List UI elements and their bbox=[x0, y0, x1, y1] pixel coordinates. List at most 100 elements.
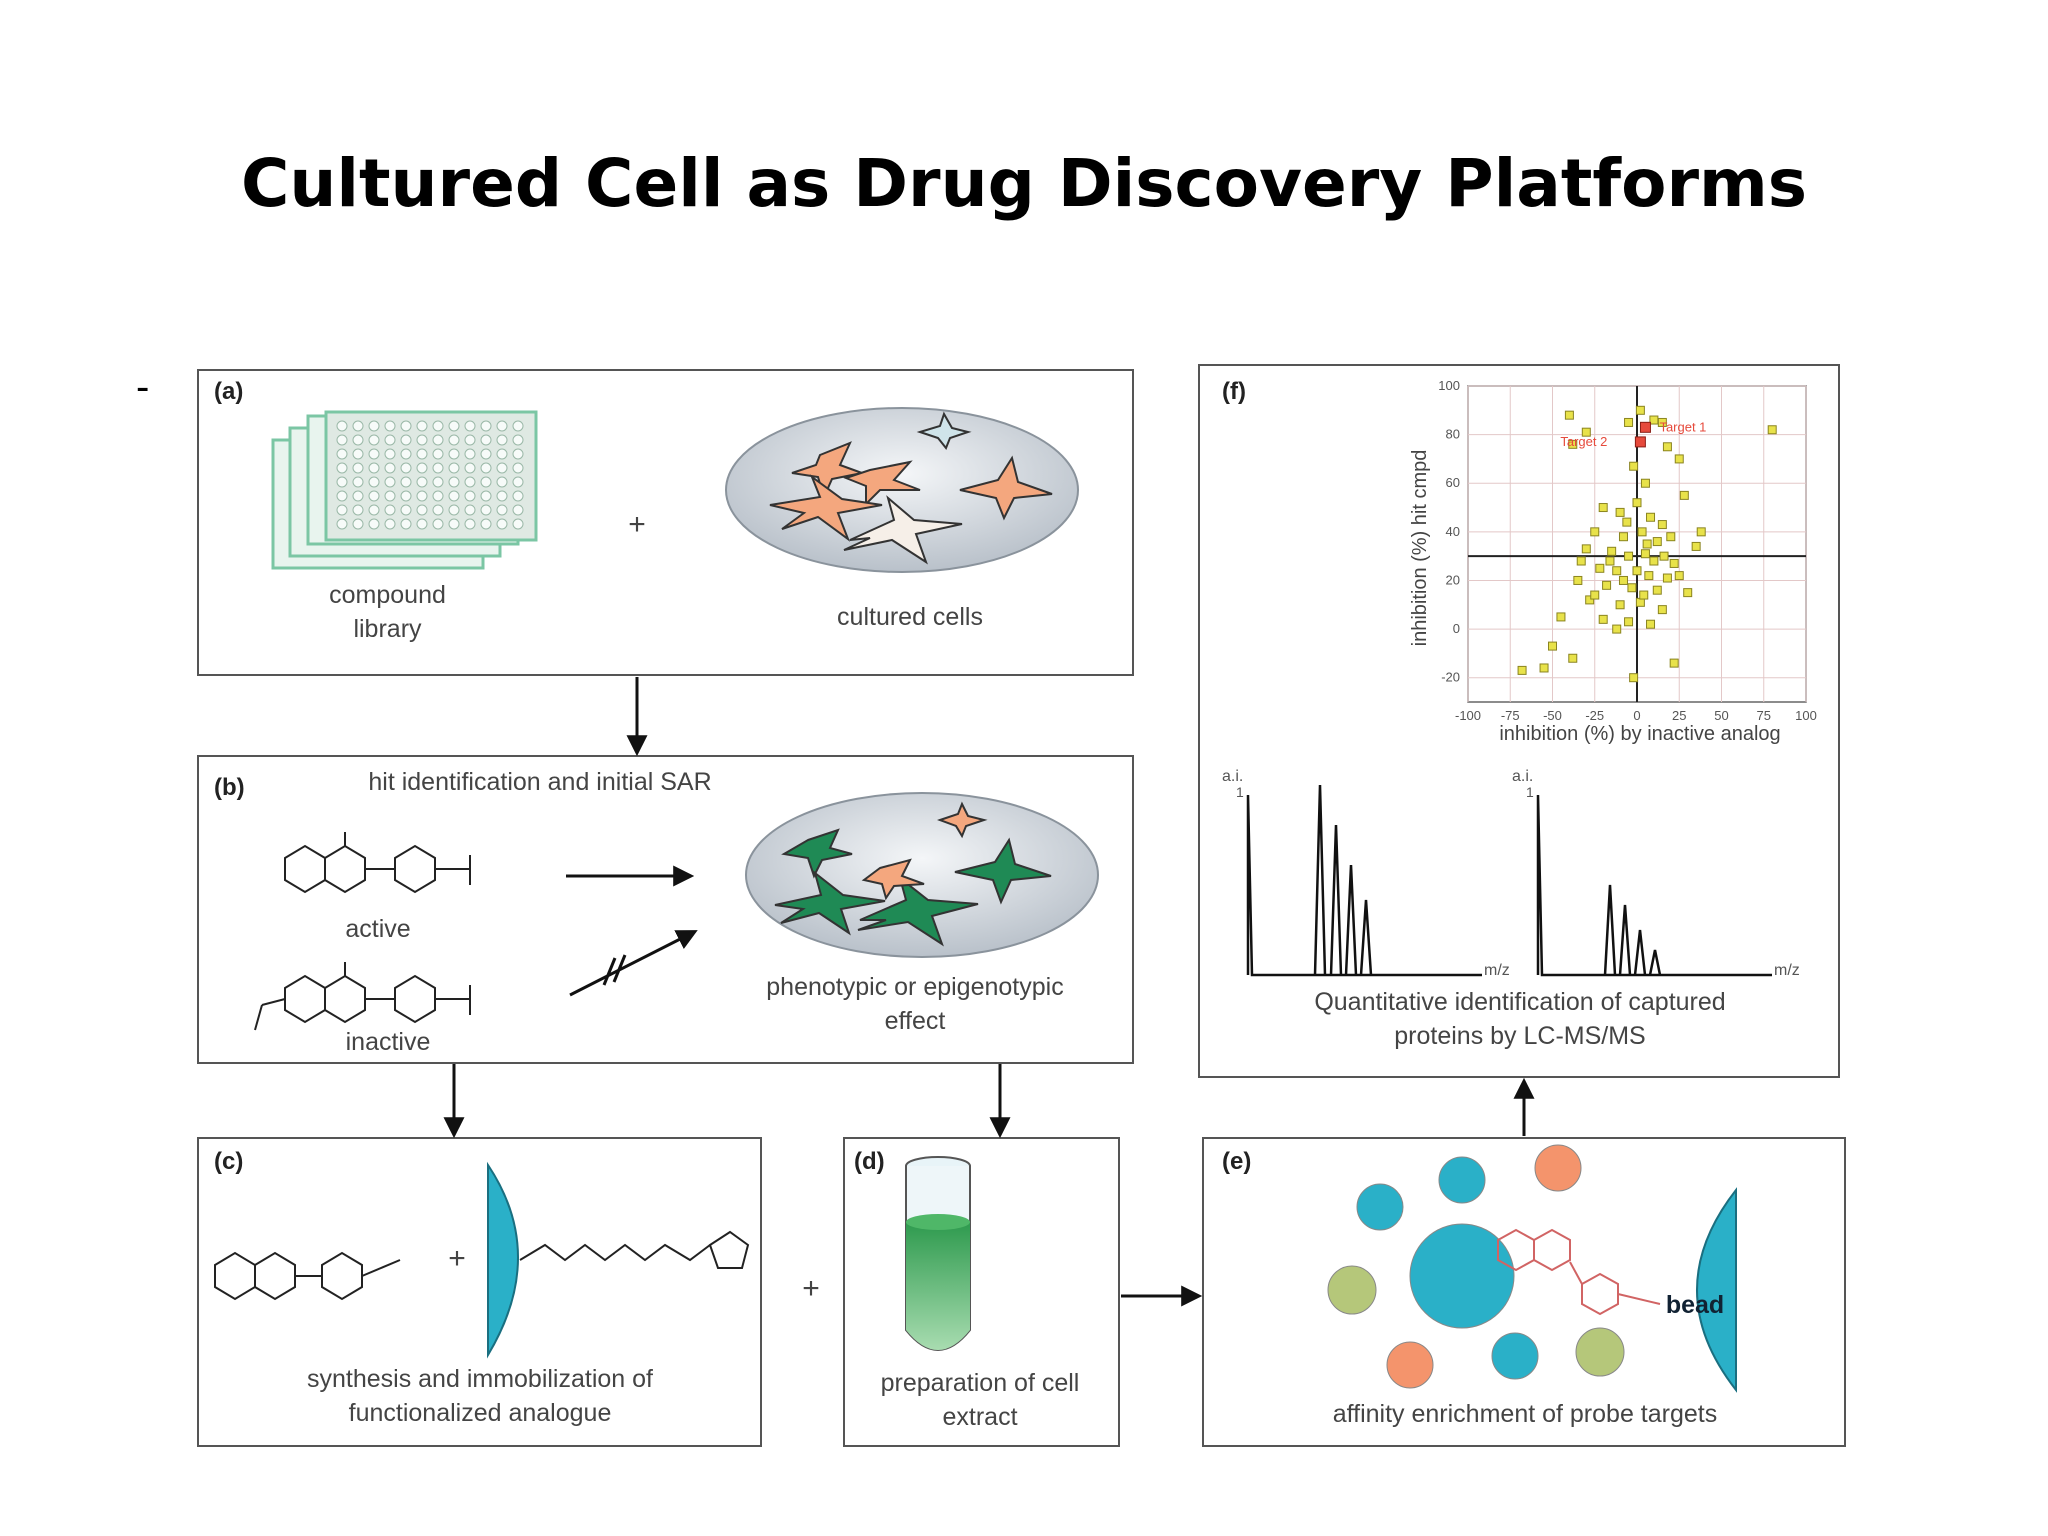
scatter-point bbox=[1666, 532, 1676, 542]
panel-d-label: (d) bbox=[854, 1148, 885, 1175]
spectrum1-xlabel: m/z bbox=[1484, 962, 1510, 979]
scatter-point bbox=[1639, 590, 1649, 600]
scatter-point bbox=[1556, 612, 1566, 622]
scatter-point bbox=[1564, 410, 1574, 420]
scatter-point bbox=[1637, 527, 1647, 537]
x-tick-label: -100 bbox=[1455, 708, 1481, 723]
scatter-point bbox=[1652, 585, 1662, 595]
scatter-point bbox=[1632, 566, 1642, 576]
panel-f-caption: Quantitative identification of captured … bbox=[1314, 988, 1726, 1050]
scatter-point bbox=[1585, 595, 1595, 605]
scatter-point bbox=[1696, 527, 1706, 537]
x-tick-label: -50 bbox=[1543, 708, 1562, 723]
panel-e-label: (e) bbox=[1222, 1148, 1252, 1175]
scatter-point bbox=[1568, 653, 1578, 663]
scatter-point bbox=[1612, 624, 1622, 634]
scatter-point bbox=[1595, 563, 1605, 573]
scatter-point bbox=[1573, 575, 1583, 585]
scatter-point bbox=[1662, 442, 1672, 452]
y-tick-label: 0 bbox=[1453, 621, 1460, 636]
arrow-inactive-blocked bbox=[569, 930, 698, 997]
x-tick-label: 50 bbox=[1714, 708, 1728, 723]
target-label: Target 2 bbox=[1560, 434, 1607, 449]
scatter-point bbox=[1618, 575, 1628, 585]
active-label: active bbox=[345, 915, 411, 943]
scatter-point bbox=[1652, 537, 1662, 547]
cultured-cells-label: cultured cells bbox=[837, 603, 983, 631]
panel-d-box bbox=[843, 1137, 1120, 1447]
plus-c: + bbox=[448, 1242, 466, 1275]
scatter-point bbox=[1646, 512, 1656, 522]
scatter-point bbox=[1683, 588, 1693, 598]
treated-cells-shapes bbox=[774, 801, 1052, 947]
test-tube bbox=[905, 1156, 971, 1351]
scatter-point bbox=[1629, 673, 1639, 683]
scatter-point bbox=[1568, 439, 1578, 449]
scatter-point bbox=[1590, 590, 1600, 600]
scatter-point bbox=[1624, 551, 1634, 561]
y-tick-label: 20 bbox=[1446, 572, 1460, 587]
panel-d-caption: preparation of cell extract bbox=[880, 1369, 1080, 1431]
scatter-point bbox=[1691, 541, 1701, 551]
scatter-point bbox=[1657, 520, 1667, 530]
hit-identification-heading: hit identification and initial SAR bbox=[368, 768, 712, 796]
scatter-ylabel: inhibition (%) hit cmpd bbox=[1409, 449, 1431, 647]
scatter-point bbox=[1539, 663, 1549, 673]
scatter-point bbox=[1605, 556, 1615, 566]
scatter-point bbox=[1669, 558, 1679, 568]
scatter-point bbox=[1624, 617, 1634, 627]
solid-support-c bbox=[487, 1161, 519, 1359]
scatter-point bbox=[1767, 425, 1777, 435]
scatter-point bbox=[1674, 571, 1684, 581]
target-point bbox=[1634, 436, 1646, 448]
y-tick-label: -20 bbox=[1441, 670, 1460, 685]
y-tick-label: 60 bbox=[1446, 475, 1460, 490]
scatter-point bbox=[1615, 600, 1625, 610]
scatter-point bbox=[1581, 427, 1591, 437]
scatter-point bbox=[1590, 527, 1600, 537]
scatter-point bbox=[1581, 544, 1591, 554]
compound-library-label: compound library bbox=[329, 581, 446, 643]
x-tick-label: 0 bbox=[1633, 708, 1640, 723]
panel-b-label: (b) bbox=[214, 774, 245, 801]
scatter-xlabel: inhibition (%) by inactive analog bbox=[1499, 723, 1781, 745]
scatter-point bbox=[1674, 454, 1684, 464]
x-tick-label: -25 bbox=[1585, 708, 1604, 723]
spectrum2-xlabel: m/z bbox=[1774, 962, 1800, 979]
ms-spectra bbox=[1246, 784, 1772, 977]
panel-c-label: (c) bbox=[214, 1148, 244, 1175]
y-tick-label: 40 bbox=[1446, 524, 1460, 539]
target-point bbox=[1639, 421, 1651, 433]
scatter-point bbox=[1517, 665, 1527, 675]
spectrum1-ymax: 1 bbox=[1236, 784, 1244, 800]
panel-e-caption: affinity enrichment of probe targets bbox=[1332, 1400, 1718, 1428]
plus-a: + bbox=[628, 508, 646, 541]
block-mark-2 bbox=[612, 954, 627, 983]
scatter-point bbox=[1646, 619, 1656, 629]
spectrum2-ymax: 1 bbox=[1526, 784, 1534, 800]
scatter-point bbox=[1644, 571, 1654, 581]
scatter-point bbox=[1657, 417, 1667, 427]
x-tick-label: 100 bbox=[1795, 708, 1817, 723]
scatter-point bbox=[1607, 546, 1617, 556]
panel-e-box bbox=[1202, 1137, 1846, 1447]
inactive-compound-structure bbox=[254, 962, 471, 1031]
effect-label: phenotypic or epigenotypic effect bbox=[766, 973, 1064, 1035]
scatter-point bbox=[1612, 566, 1622, 576]
scatter-point bbox=[1624, 417, 1634, 427]
scatter-point bbox=[1632, 498, 1642, 508]
scatter-point bbox=[1622, 517, 1632, 527]
scatter-point bbox=[1649, 556, 1659, 566]
panel-c-caption: synthesis and immobilization of function… bbox=[307, 1365, 653, 1427]
analogue-structure bbox=[214, 1251, 401, 1301]
scatter-point bbox=[1629, 461, 1639, 471]
block-mark-1 bbox=[602, 957, 617, 986]
scatter-point bbox=[1669, 658, 1679, 668]
x-tick-label: 25 bbox=[1672, 708, 1686, 723]
compound-library-plates bbox=[271, 410, 538, 570]
x-tick-label: -75 bbox=[1501, 708, 1520, 723]
scatter-point bbox=[1602, 580, 1612, 590]
affinity-bead bbox=[1696, 1187, 1737, 1393]
